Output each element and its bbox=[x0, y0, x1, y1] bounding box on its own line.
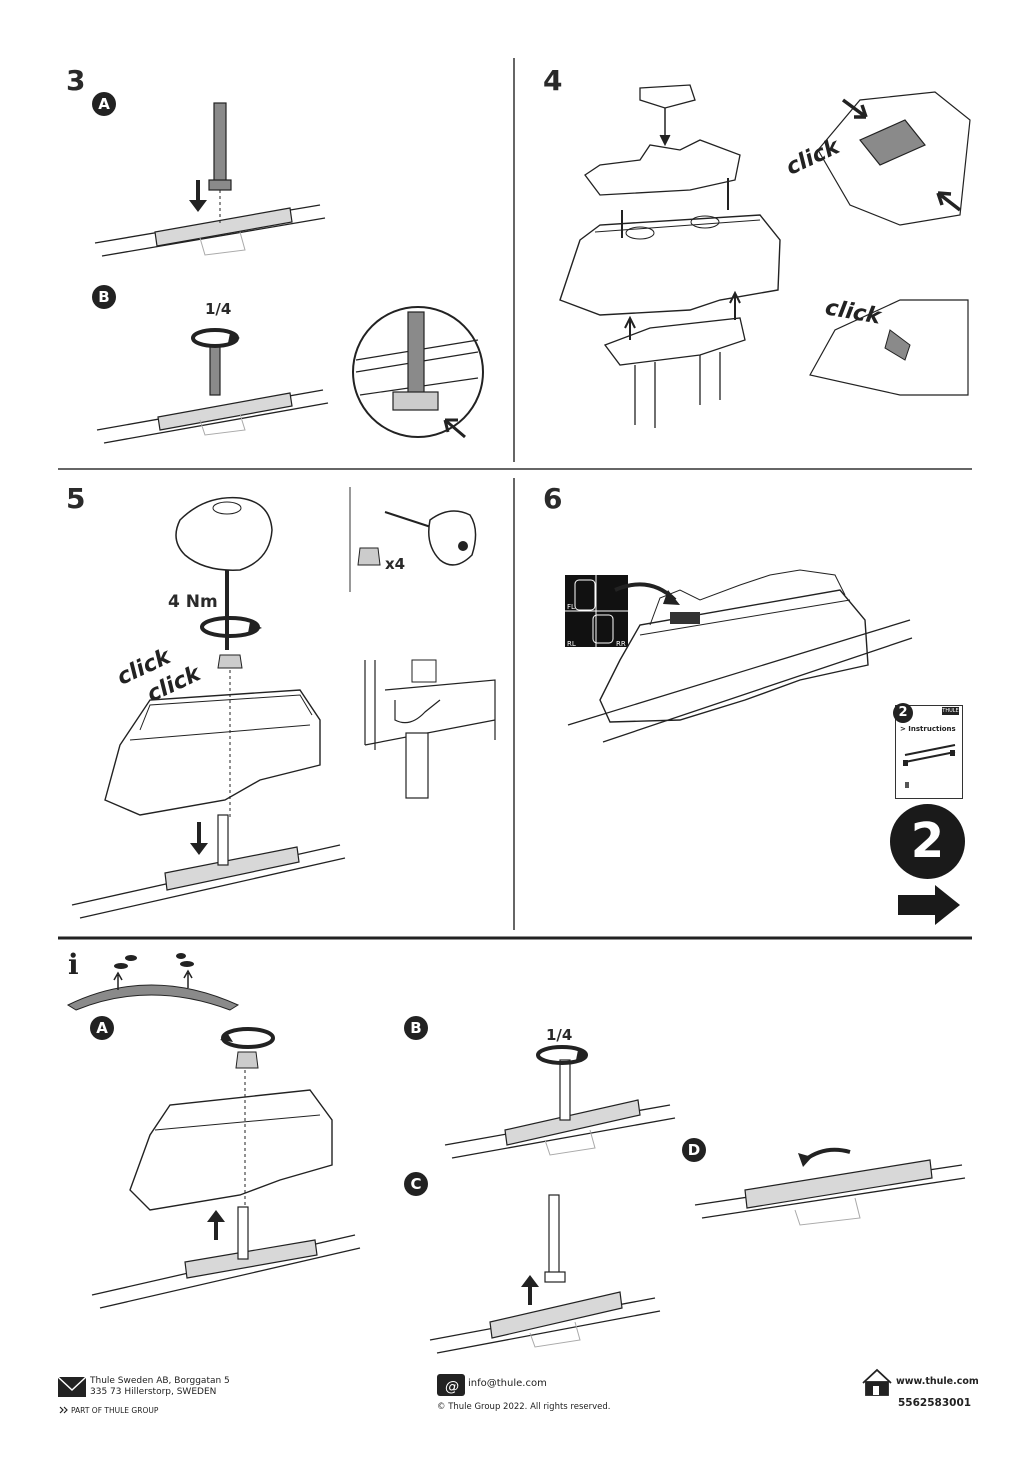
info-sub-d-badge: D bbox=[682, 1138, 706, 1162]
booklet-number-badge: 2 bbox=[893, 703, 913, 723]
info-icon: i bbox=[68, 948, 79, 981]
info-sub-c-badge: C bbox=[404, 1172, 428, 1196]
step-3-sub-b-badge: B bbox=[92, 285, 116, 309]
email-link[interactable]: info@thule.com bbox=[468, 1378, 547, 1389]
document-number: 5562583001 bbox=[898, 1397, 972, 1409]
company-address-line1: Thule Sweden AB, Borggatan 5 bbox=[90, 1376, 230, 1386]
thule-group-label: PART OF THULE GROUP bbox=[71, 1406, 159, 1415]
booklet-brand: THULE bbox=[942, 707, 959, 715]
info-sub-a-badge: A bbox=[90, 1016, 114, 1040]
step-3-quarter-turn-label: 1/4 bbox=[205, 300, 232, 318]
website-link[interactable]: www.thule.com bbox=[896, 1376, 979, 1387]
position-rl-label: RL bbox=[567, 640, 576, 648]
next-step-badge: 2 bbox=[890, 804, 965, 879]
right-arrow-icon bbox=[898, 885, 960, 925]
booklet-title: > Instructions bbox=[900, 725, 956, 733]
info-quarter-turn-label: 1/4 bbox=[546, 1026, 573, 1044]
step-6-number: 6 bbox=[543, 482, 563, 515]
svg-text:@: @ bbox=[445, 1379, 459, 1395]
company-address-line2: 335 73 Hillerstorp, SWEDEN bbox=[90, 1387, 217, 1397]
step-5-quantity-label: x4 bbox=[385, 555, 406, 573]
house-icon bbox=[862, 1368, 892, 1396]
step-3-number: 3 bbox=[66, 64, 86, 97]
up-arrow-icon bbox=[624, 315, 636, 340]
info-sub-b-badge: B bbox=[404, 1016, 428, 1040]
step-3-sub-a-badge: A bbox=[92, 92, 116, 116]
envelope-icon bbox=[57, 1376, 87, 1397]
position-rr-label: RR bbox=[616, 640, 626, 648]
step-4-number: 4 bbox=[543, 64, 563, 97]
copyright-notice: © Thule Group 2022. All rights reserved. bbox=[437, 1402, 611, 1412]
position-fl-label: FL bbox=[567, 603, 575, 611]
step-5-torque-label: 4 Nm bbox=[168, 592, 218, 612]
step-5-number: 5 bbox=[66, 482, 86, 515]
at-icon: @ bbox=[437, 1374, 465, 1396]
torque-key-icon bbox=[175, 496, 273, 571]
down-arrow-icon bbox=[189, 180, 207, 212]
